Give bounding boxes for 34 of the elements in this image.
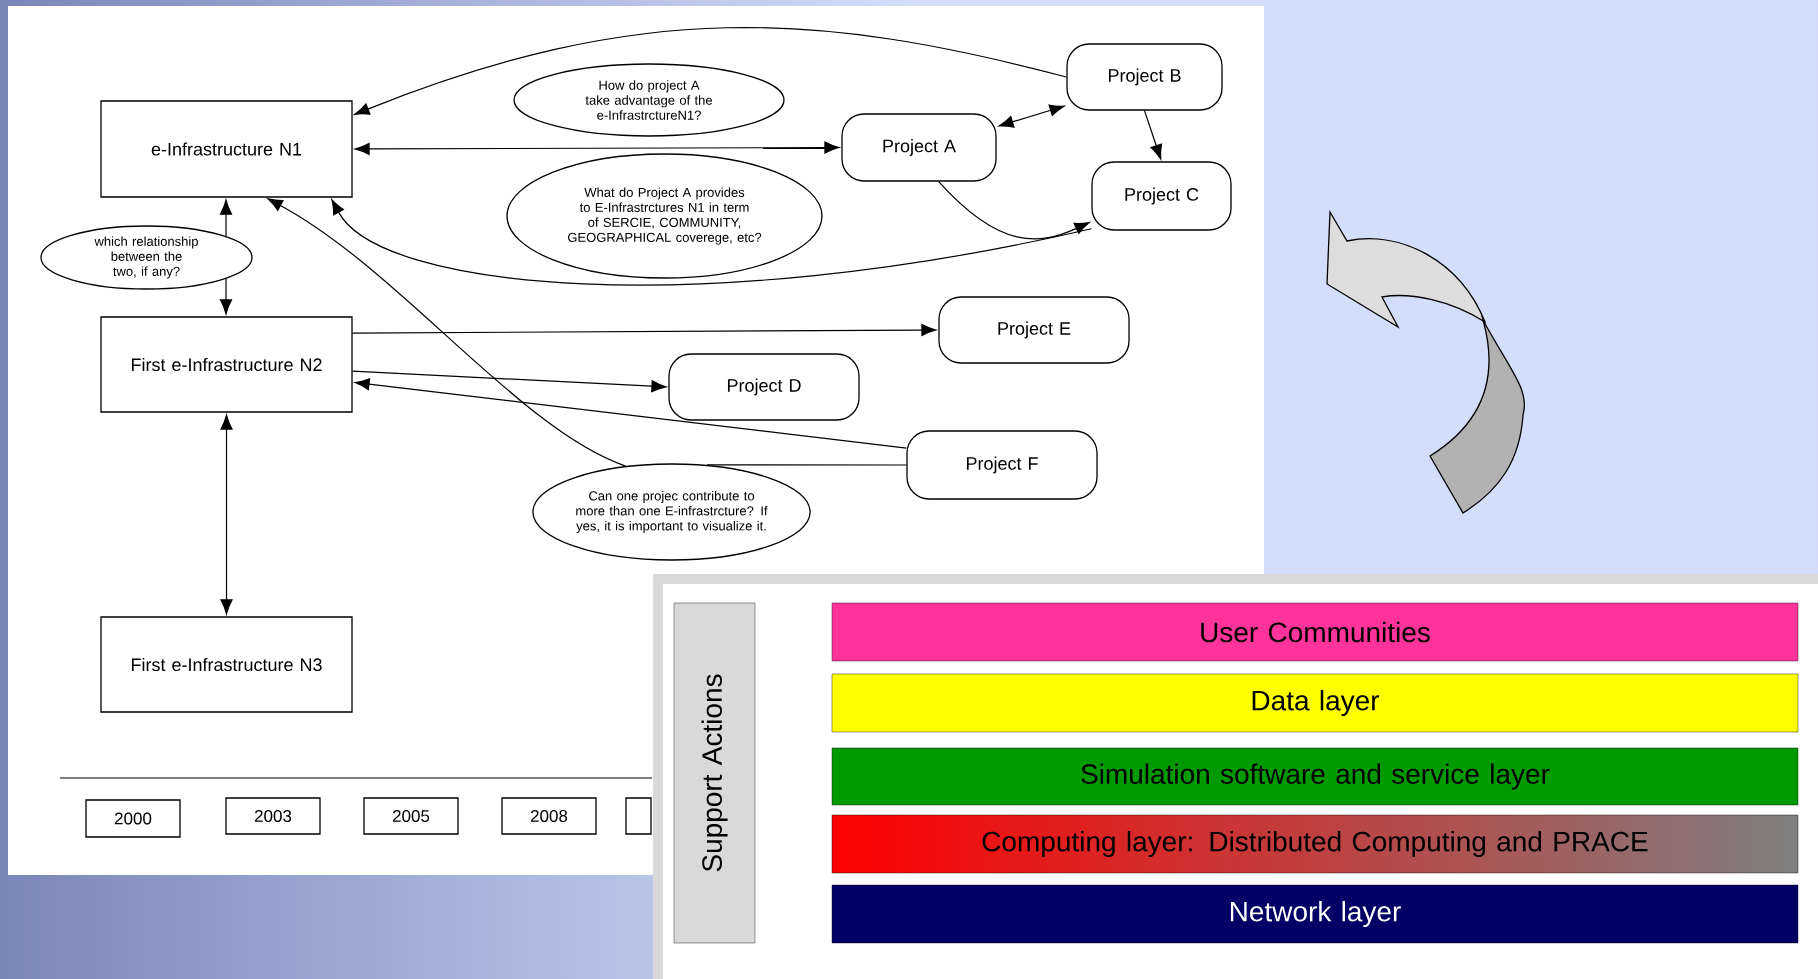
arrow [1143,110,1163,160]
arrow [352,370,667,393]
year-box: 2000 [85,799,181,838]
layer-bar: Simulation software and service layer [831,747,1799,806]
project-box: Project C [1091,161,1232,231]
arrow [354,27,1067,115]
arrow [267,198,627,467]
arrow [938,181,1090,240]
arrow [331,199,1092,286]
project-box: Project B [1066,43,1223,111]
arrow [998,104,1065,128]
support-actions-bar: Support Actions [673,602,756,944]
layer-bar: Network layer [831,884,1799,944]
arrow [220,414,233,615]
year-box: 2003 [225,797,321,835]
arrow [219,278,233,315]
infrastructure-box: First e-Infrastructure N3 [100,616,353,713]
infrastructure-box: First e-Infrastructure N2 [100,316,353,413]
project-box: Project E [938,296,1130,364]
arrow [352,324,937,337]
project-box: Project A [841,113,997,182]
project-box: Project D [668,353,860,421]
infrastructure-box: e-Infrastructure N1 [100,100,353,198]
project-box: Project F [906,430,1098,500]
layer-bar: Data layer [831,673,1799,733]
year-box [625,797,652,835]
year-box: 2008 [501,797,597,835]
arrow [354,141,840,155]
year-box: 2005 [363,797,459,835]
connector-line [706,464,907,466]
layer-bar: Computing layer: Distributed Computing and PRACE [831,814,1799,874]
arrow [219,199,233,237]
layer-bar: User Communities [831,602,1799,662]
arrow [354,378,907,449]
